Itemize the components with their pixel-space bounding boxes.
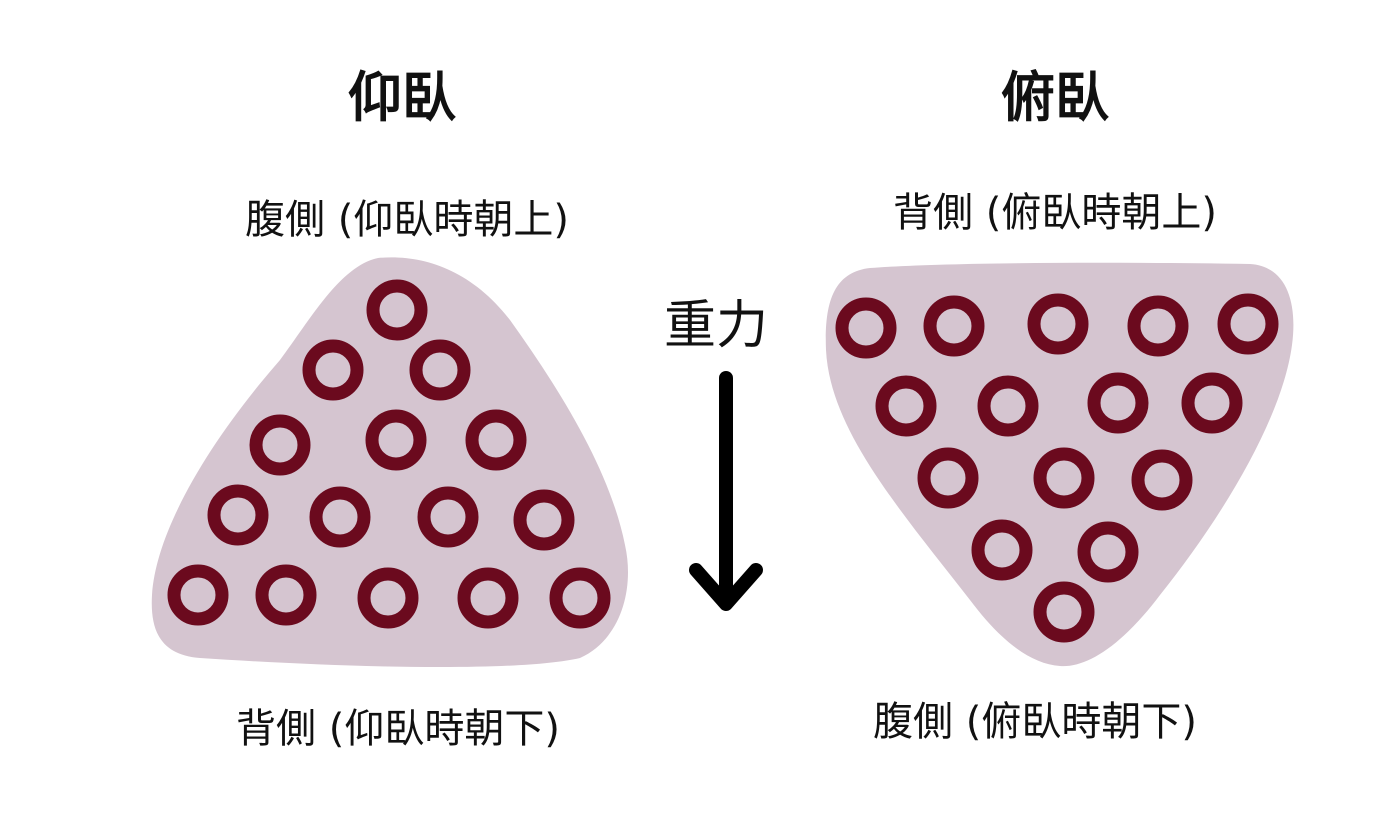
supine-alveoli-group [167,279,611,629]
prone-bottom-label: 腹側 (俯臥時朝下) [873,699,1197,745]
prone-alveolus-ring [1027,293,1089,355]
supine-alveolus-ring [549,567,611,629]
prone-alveolus-ring [977,375,1039,437]
supine-bottom-label: 背側 (仰臥時朝下) [236,706,560,752]
prone-alveolus-ring [1077,521,1139,583]
prone-alveolus-ring [835,297,897,359]
prone-alveolus-ring [1127,295,1189,357]
gravity-arrow-icon [689,371,763,611]
prone-alveolus-ring [1087,372,1149,434]
prone-alveolus-ring [1217,293,1279,355]
prone-tissue-shape [825,262,1294,667]
prone-top-label: 背側 (俯臥時朝上) [893,190,1217,236]
supine-alveolus-ring [365,409,427,471]
supine-alveolus-ring [409,339,471,401]
prone-alveolus-ring [971,519,1033,581]
gravity-indicator: 重力 [664,296,768,611]
supine-alveolus-ring [167,564,229,626]
supine-alveolus-ring [465,409,527,471]
prone-alveolus-ring [1033,447,1095,509]
supine-panel: 仰臥 腹側 (仰臥時朝上) 背側 (仰臥時朝下) [151,66,628,752]
supine-top-label: 腹側 (仰臥時朝上) [245,197,569,243]
supine-alveolus-ring [249,414,311,476]
prone-alveolus-ring [1033,581,1095,643]
gravity-label: 重力 [664,296,768,356]
supine-alveolus-ring [417,486,479,548]
prone-alveolus-ring [1131,449,1193,511]
supine-alveolus-ring [513,489,575,551]
supine-title: 仰臥 [348,66,456,129]
prone-alveoli-group [835,293,1279,643]
prone-alveolus-ring [1181,372,1243,434]
supine-alveolus-ring [357,567,419,629]
supine-alveolus-ring [366,279,428,341]
prone-alveolus-ring [875,375,937,437]
prone-alveolus-ring [923,295,985,357]
supine-alveolus-ring [457,567,519,629]
prone-alveolus-ring [917,447,979,509]
supine-alveolus-ring [207,484,269,546]
supine-alveolus-ring [255,564,317,626]
prone-panel: 俯臥 背側 (俯臥時朝上) 腹側 (俯臥時朝下) [825,66,1294,745]
prone-title: 俯臥 [1001,66,1109,129]
supine-alveolus-ring [302,339,364,401]
supine-alveolus-ring [309,486,371,548]
